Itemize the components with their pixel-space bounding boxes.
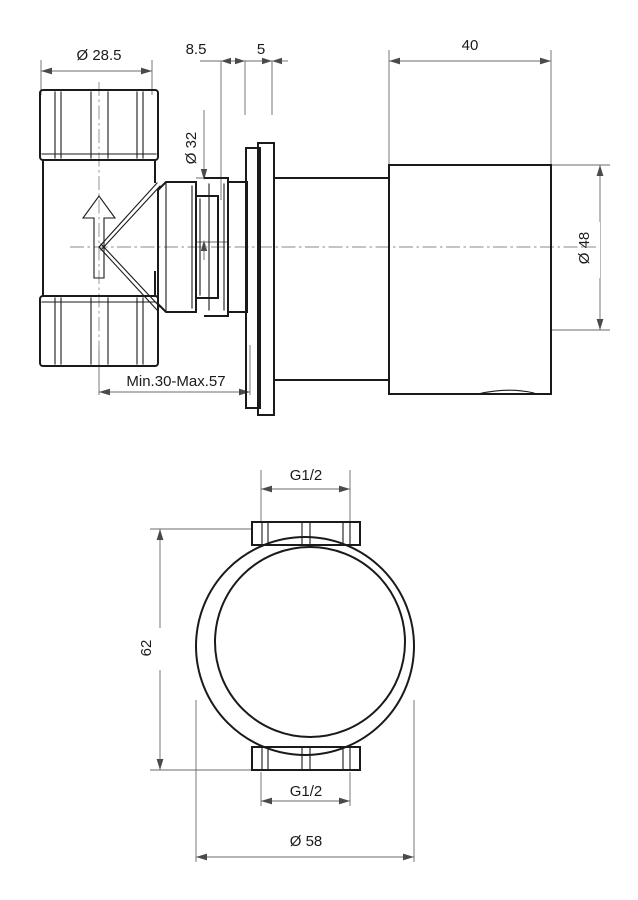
top-connector <box>251 521 361 546</box>
dimension-dia-32: Ø 32 <box>183 110 228 260</box>
front-view-group: G1/2 62 G1/2 <box>138 462 415 862</box>
dimension-label-dia-32: Ø 32 <box>183 132 200 165</box>
dimension-len-8-5: 8.5 <box>186 41 246 200</box>
dimension-height-62: 62 <box>138 528 252 771</box>
dimension-label-len-5: 5 <box>257 41 265 58</box>
dimension-label-thread-bottom: G1/2 <box>290 783 323 800</box>
hex-nut-bottom <box>39 295 159 367</box>
dimension-label-range-30-57: Min.30-Max.57 <box>126 373 225 390</box>
bottom-connector <box>251 746 361 771</box>
dimension-label-len-8-5: 8.5 <box>186 41 207 58</box>
valve-body <box>42 159 156 297</box>
flange-plate <box>245 142 275 416</box>
cylindrical-cap <box>388 164 552 395</box>
flow-arrow-icon <box>81 195 117 279</box>
valve-seat-lines <box>98 182 161 311</box>
dimension-thread-top: G1/2 <box>260 462 351 522</box>
outer-circle <box>195 536 415 756</box>
dimension-range-30-57: Min.30-Max.57 <box>98 345 251 396</box>
dimension-label-dia-28-5: Ø 28.5 <box>76 47 121 64</box>
side-view-group: Ø 28.5 8.5 5 40 <box>39 32 610 416</box>
dimension-label-dia-58: Ø 58 <box>290 833 323 850</box>
dimension-len-40: 40 <box>388 32 552 168</box>
dimension-len-5: 5 <box>245 41 288 115</box>
dimension-dia-28-5: Ø 28.5 <box>40 42 153 95</box>
tapered-body <box>273 164 390 395</box>
threaded-spigot <box>157 177 248 317</box>
dimension-dia-58: Ø 58 <box>195 700 415 862</box>
dimension-thread-bottom: G1/2 <box>260 772 351 806</box>
inner-circle <box>214 546 406 738</box>
dimension-dia-48: Ø 48 <box>551 164 610 331</box>
dimension-label-len-40: 40 <box>462 37 479 54</box>
dimension-label-dia-48: Ø 48 <box>576 232 593 265</box>
dimension-label-thread-top: G1/2 <box>290 467 323 484</box>
hex-nut-top <box>39 89 159 161</box>
dimension-label-height-62: 62 <box>138 640 155 657</box>
